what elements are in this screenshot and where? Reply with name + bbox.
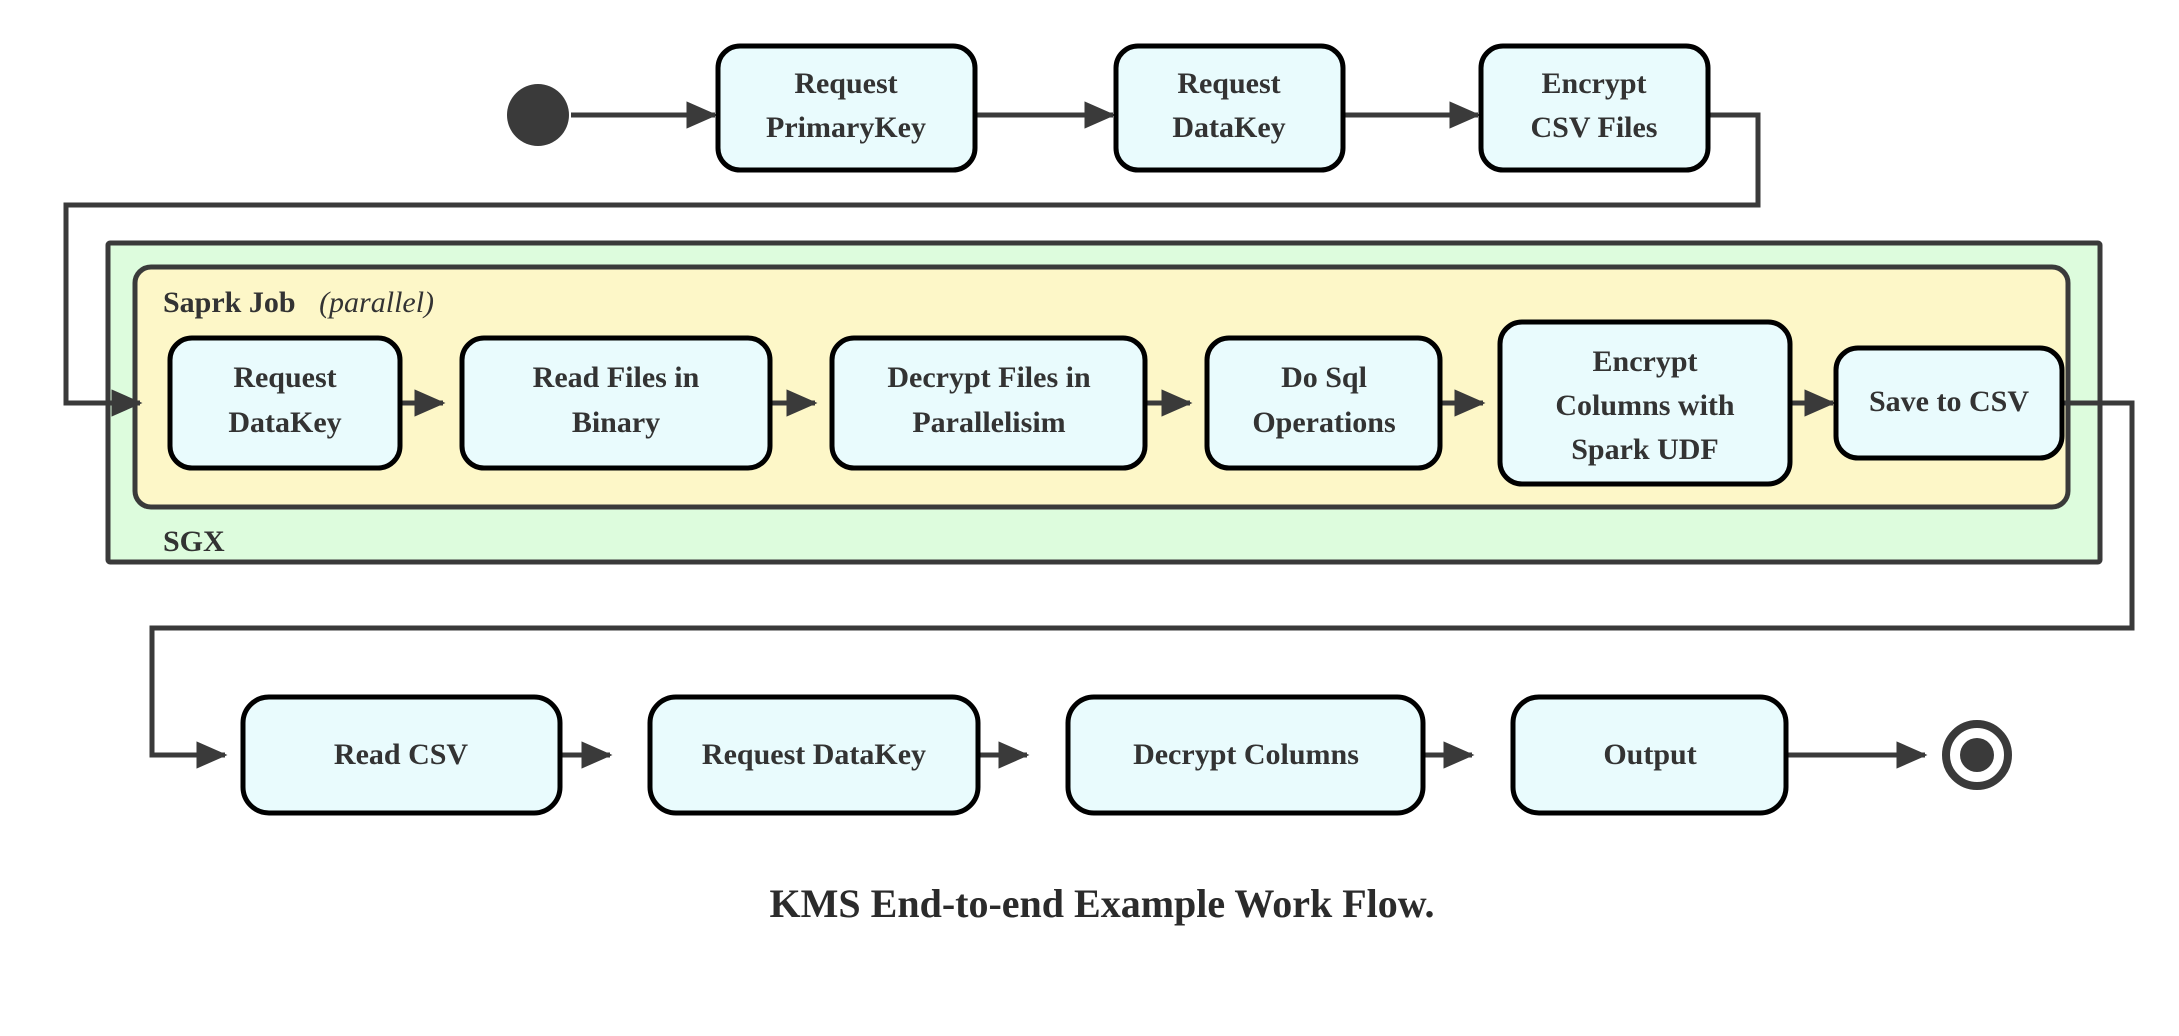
node-request-primarykey-rect[interactable]	[715, 43, 978, 173]
node-read-csv-label: Read CSV	[334, 738, 469, 771]
spark-job-label-bold: Saprk Job	[163, 286, 296, 319]
node-request-primarykey-line2: PrimaryKey	[766, 111, 926, 144]
node-read-files-in-binary-line2: Binary	[572, 406, 660, 439]
spark-job-label: Saprk Job (parallel)	[163, 286, 434, 319]
node-request-primarykey[interactable]: Request PrimaryKey	[715, 43, 978, 173]
node-do-sql-operations-line1: Do Sql	[1281, 361, 1367, 394]
node-do-sql-operations-rect[interactable]	[1204, 335, 1443, 471]
diagram-caption: KMS End-to-end Example Work Flow.	[770, 881, 1435, 926]
start-node-icon	[507, 84, 569, 146]
sgx-label: SGX	[163, 525, 225, 558]
node-request-datakey-top[interactable]: Request DataKey	[1113, 43, 1346, 173]
node-save-to-csv-rect[interactable]	[1833, 345, 2065, 461]
node-save-to-csv[interactable]: Save to CSV	[1833, 345, 2065, 461]
node-encrypt-columns-line1: Encrypt	[1593, 345, 1698, 378]
node-request-datakey-spark-line2: DataKey	[228, 406, 341, 439]
node-decrypt-files-in-parallelisim-line2: Parallelisim	[912, 406, 1065, 439]
node-encrypt-columns-line2: Columns with	[1555, 389, 1735, 422]
node-request-primarykey-line1: Request	[794, 67, 897, 100]
node-do-sql-operations-line2: Operations	[1252, 406, 1395, 439]
node-request-datakey-bottom-label: Request DataKey	[702, 738, 926, 771]
node-output-rect[interactable]	[1510, 694, 1789, 816]
node-output[interactable]: Output	[1510, 694, 1789, 816]
node-decrypt-columns[interactable]: Decrypt Columns	[1065, 694, 1426, 816]
node-request-datakey-bottom-rect[interactable]	[647, 694, 981, 816]
node-read-files-in-binary-line1: Read Files in	[533, 361, 700, 394]
node-encrypt-csv-files[interactable]: Encrypt CSV Files	[1478, 43, 1711, 173]
node-encrypt-csv-files-line2: CSV Files	[1531, 111, 1658, 144]
node-request-datakey-spark[interactable]: Request DataKey	[167, 335, 403, 471]
node-encrypt-csv-files-line1: Encrypt	[1542, 67, 1647, 100]
spark-job-label-italic: (parallel)	[319, 286, 434, 319]
node-output-label: Output	[1603, 738, 1696, 771]
node-request-datakey-spark-line1: Request	[233, 361, 336, 394]
node-encrypt-columns-line3: Spark UDF	[1571, 433, 1719, 466]
node-decrypt-columns-label: Decrypt Columns	[1133, 738, 1359, 771]
node-read-files-in-binary[interactable]: Read Files in Binary	[459, 335, 773, 471]
edge-save-to-csv-to-read-csv	[149, 400, 2135, 769]
end-node-dot-icon	[1960, 738, 1994, 772]
node-request-datakey-top-line2: DataKey	[1172, 111, 1285, 144]
node-decrypt-files-in-parallelisim-rect[interactable]	[829, 335, 1148, 471]
node-do-sql-operations[interactable]: Do Sql Operations	[1204, 335, 1443, 471]
node-read-files-in-binary-rect[interactable]	[459, 335, 773, 471]
node-request-datakey-top-line1: Request	[1177, 67, 1280, 100]
node-encrypt-columns-with-spark-udf-rect[interactable]	[1497, 319, 1793, 487]
node-request-datakey-spark-rect[interactable]	[167, 335, 403, 471]
node-encrypt-columns-with-spark-udf[interactable]: Encrypt Columns with Spark UDF	[1497, 319, 1793, 487]
node-save-to-csv-label: Save to CSV	[1869, 385, 2029, 418]
node-encrypt-csv-files-rect[interactable]	[1478, 43, 1711, 173]
node-request-datakey-top-rect[interactable]	[1113, 43, 1346, 173]
node-read-csv-rect[interactable]	[240, 694, 563, 816]
node-decrypt-columns-rect[interactable]	[1065, 694, 1426, 816]
edge-encrypt-csv-files-to-spark-request-datakey	[63, 112, 1761, 417]
node-decrypt-files-in-parallelisim[interactable]: Decrypt Files in Parallelisim	[829, 335, 1148, 471]
node-read-csv[interactable]: Read CSV	[240, 694, 563, 816]
node-decrypt-files-in-parallelisim-line1: Decrypt Files in	[887, 361, 1091, 394]
node-request-datakey-bottom[interactable]: Request DataKey	[647, 694, 981, 816]
